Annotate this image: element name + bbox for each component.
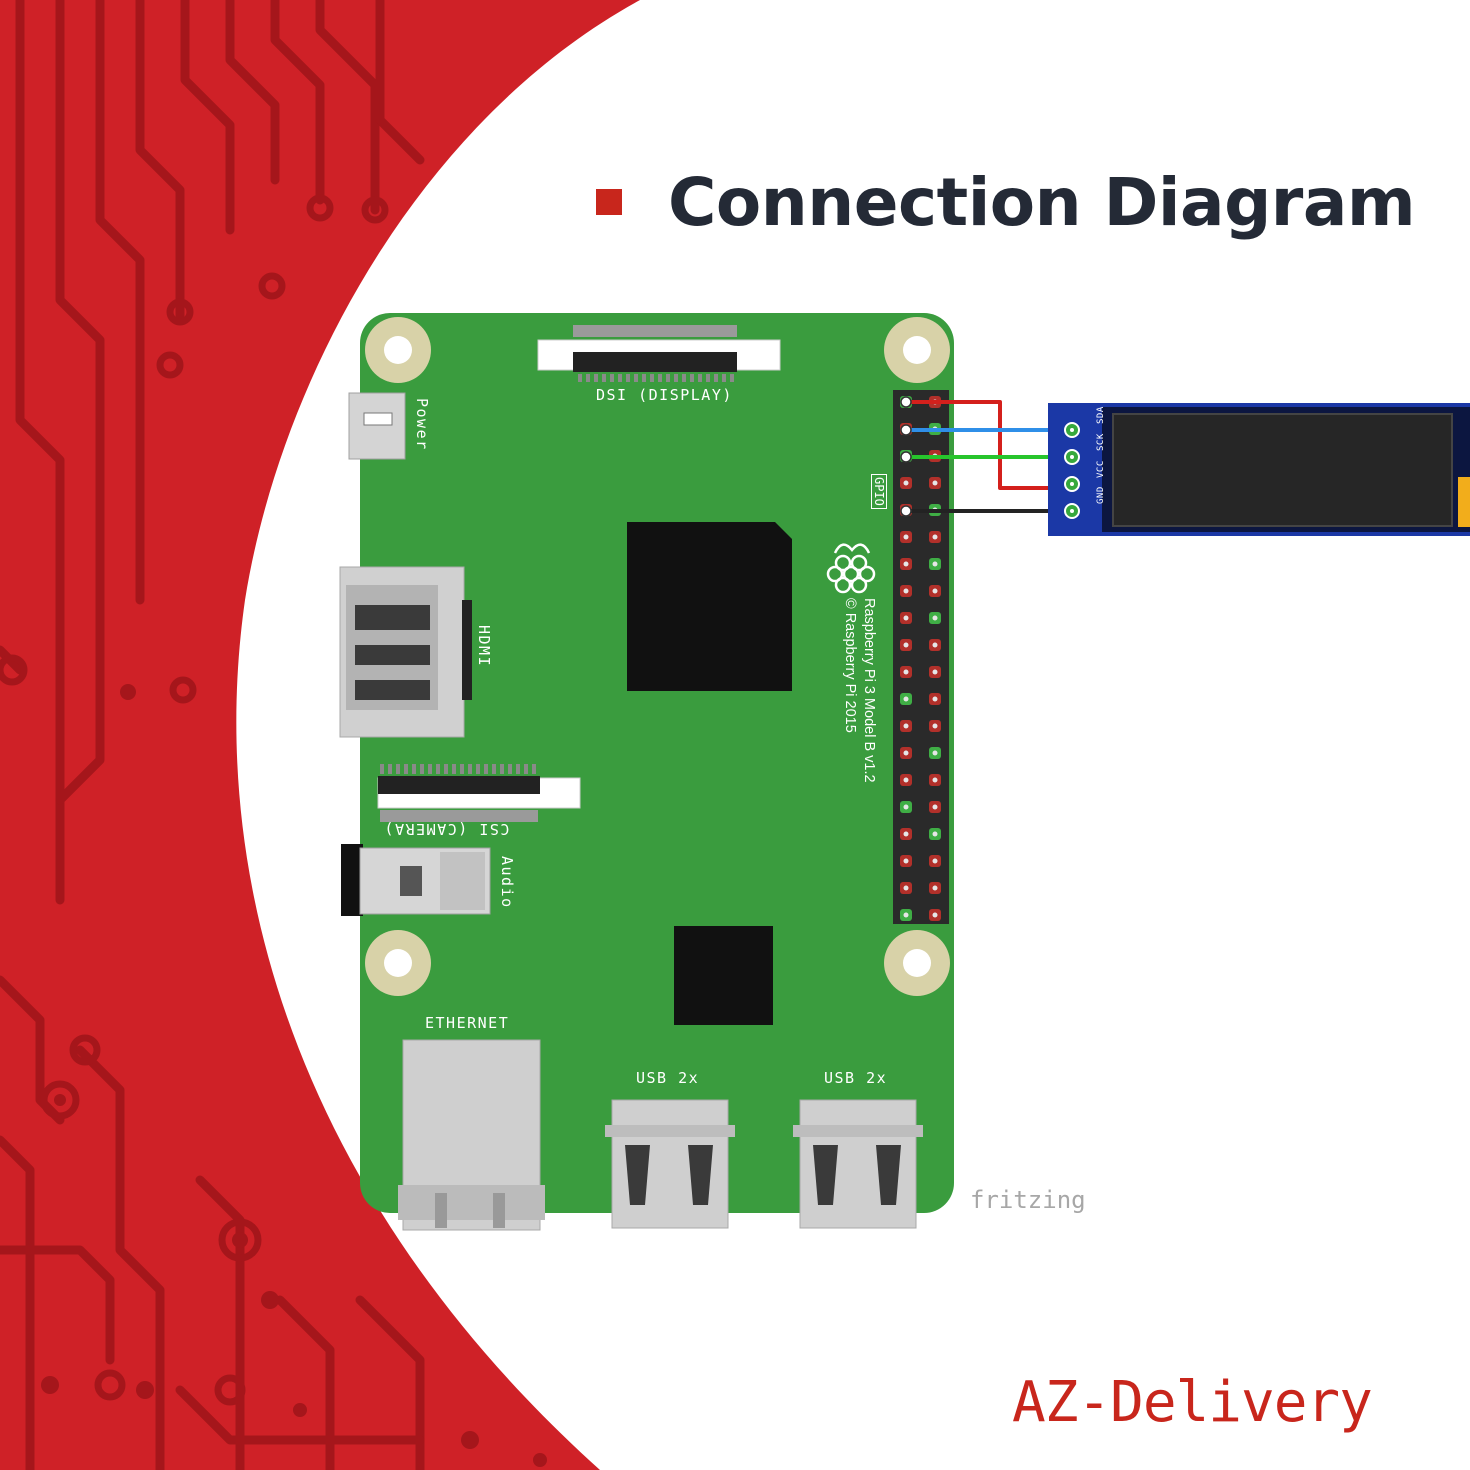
title-block: Connection Diagram: [596, 160, 1416, 244]
fritzing-credit: fritzing: [970, 1186, 1086, 1214]
gpio-pin-dot: [903, 831, 909, 837]
gpio-pin-dot: [903, 885, 909, 891]
raspberry-logo-icon: [826, 543, 876, 594]
power-label: Power: [413, 398, 431, 451]
gpio-pin-dot: [932, 480, 938, 486]
gpio-pin-dot: [932, 777, 938, 783]
gpio-pin-dot: [903, 669, 909, 675]
square-bullet-icon: [596, 189, 622, 215]
gpio-pin-dot: [903, 750, 909, 756]
pin-label-vcc: VCC: [1096, 460, 1106, 478]
gpio-pin-dot: [932, 858, 938, 864]
gpio-pin-dot: [903, 480, 909, 486]
gpio-pin-dot: [932, 885, 938, 891]
gpio-pin-dot: [932, 642, 938, 648]
gpio-pin-dot: [932, 534, 938, 540]
gpio-pin-dot: [932, 912, 938, 918]
pin-label-sda: SDA: [1096, 406, 1106, 424]
gpio-pin-dot: [903, 588, 909, 594]
gpio-pin-dot: [932, 696, 938, 702]
gpio-pin-dot: [932, 831, 938, 837]
audio-label: Audio: [498, 856, 516, 909]
gpio-pin-dot: [903, 534, 909, 540]
gpio-pin-dot: [903, 723, 909, 729]
gpio-pin-dot: [903, 777, 909, 783]
board-model-line2: © Raspberry Pi 2015: [842, 598, 858, 733]
gpio-pin-dot: [903, 642, 909, 648]
ethernet-label: ETHERNET: [425, 1014, 510, 1032]
csi-camera-label: CSI (CAMERA): [383, 820, 510, 838]
gpio-pin-dot: [932, 804, 938, 810]
usb-label-1: USB 2x: [636, 1069, 700, 1087]
board-model-line1: Raspberry Pi 3 Model B v1.2: [861, 598, 877, 783]
gpio-pin-dot: [903, 696, 909, 702]
gpio-pin-dot: [903, 858, 909, 864]
wire-vcc: [906, 400, 1070, 490]
gpio-pin-dot: [903, 615, 909, 621]
board-model-text: Raspberry Pi 3 Model B v1.2 © Raspberry …: [840, 598, 878, 783]
gpio-pin-dot: [932, 588, 938, 594]
gpio-pin-dot: [903, 561, 909, 567]
pin-label-sck: SCK: [1096, 433, 1106, 451]
gpio-pin-dot: [932, 669, 938, 675]
usb-label-2: USB 2x: [824, 1069, 888, 1087]
pin-label-gnd: GND: [1096, 486, 1106, 504]
page-title: Connection Diagram: [668, 163, 1416, 241]
brand-logo: AZ-Delivery: [1012, 1370, 1373, 1435]
gpio-pin-dot: [932, 750, 938, 756]
gpio-pin-dot: [932, 615, 938, 621]
gpio-pin-dot: [903, 804, 909, 810]
dsi-display-label: DSI (DISPLAY): [596, 386, 733, 404]
gpio-pin-dot: [903, 912, 909, 918]
gpio-label: GPIO: [871, 474, 887, 509]
gpio-pin-dot: [932, 723, 938, 729]
mounting-hole-icon: [365, 317, 950, 996]
hdmi-label: HDMI: [475, 625, 493, 668]
gpio-pin-dot: [932, 561, 938, 567]
